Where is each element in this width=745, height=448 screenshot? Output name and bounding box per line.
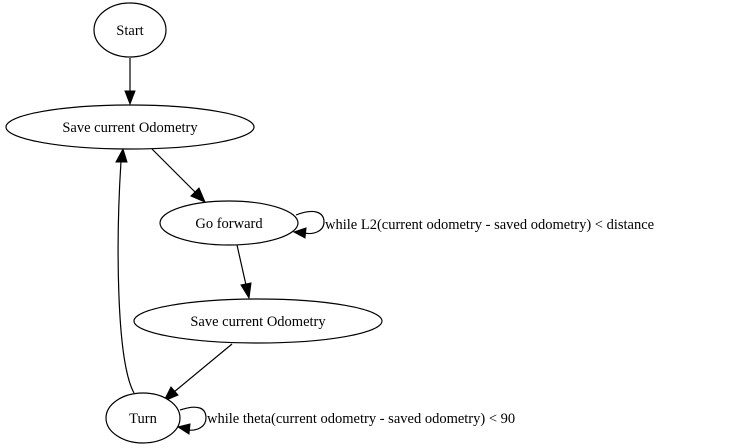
node-turn: Turn (105, 392, 181, 444)
edge-label-turn-loop: while theta(current odometry - saved odo… (207, 411, 515, 427)
node-go-forward: Go forward (159, 200, 299, 246)
node-save-odometry-2-label: Save current Odometry (190, 314, 326, 330)
node-start-label: Start (116, 23, 143, 39)
edge-turn-self-loop (176, 406, 207, 435)
node-save-odometry-1-label: Save current Odometry (62, 120, 198, 136)
edge-start-to-save1 (124, 58, 136, 106)
node-go-forward-label: Go forward (195, 216, 263, 232)
edge-label-go-forward-loop: while L2(current odometry - saved odomet… (325, 217, 654, 233)
edge-goforward-to-save2 (236, 244, 252, 300)
node-save-odometry-1: Save current Odometry (5, 104, 255, 150)
edge-goforward-self-loop (292, 210, 325, 239)
node-save-odometry-2: Save current Odometry (133, 298, 383, 344)
edge-save1-to-goforward (151, 148, 206, 203)
node-turn-label: Turn (129, 411, 157, 427)
edge-save2-to-turn (162, 343, 233, 402)
node-start: Start (93, 2, 167, 58)
edge-turn-to-save1 (115, 147, 135, 394)
